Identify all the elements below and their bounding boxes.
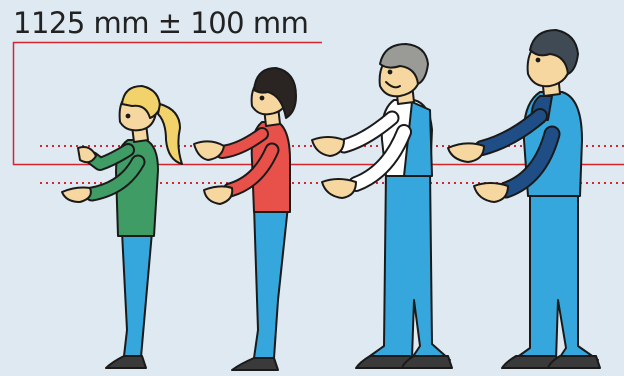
figure-tall-man — [448, 30, 600, 368]
figure-girl — [62, 86, 182, 368]
figure-woman — [194, 68, 296, 370]
figure-man — [312, 44, 452, 368]
